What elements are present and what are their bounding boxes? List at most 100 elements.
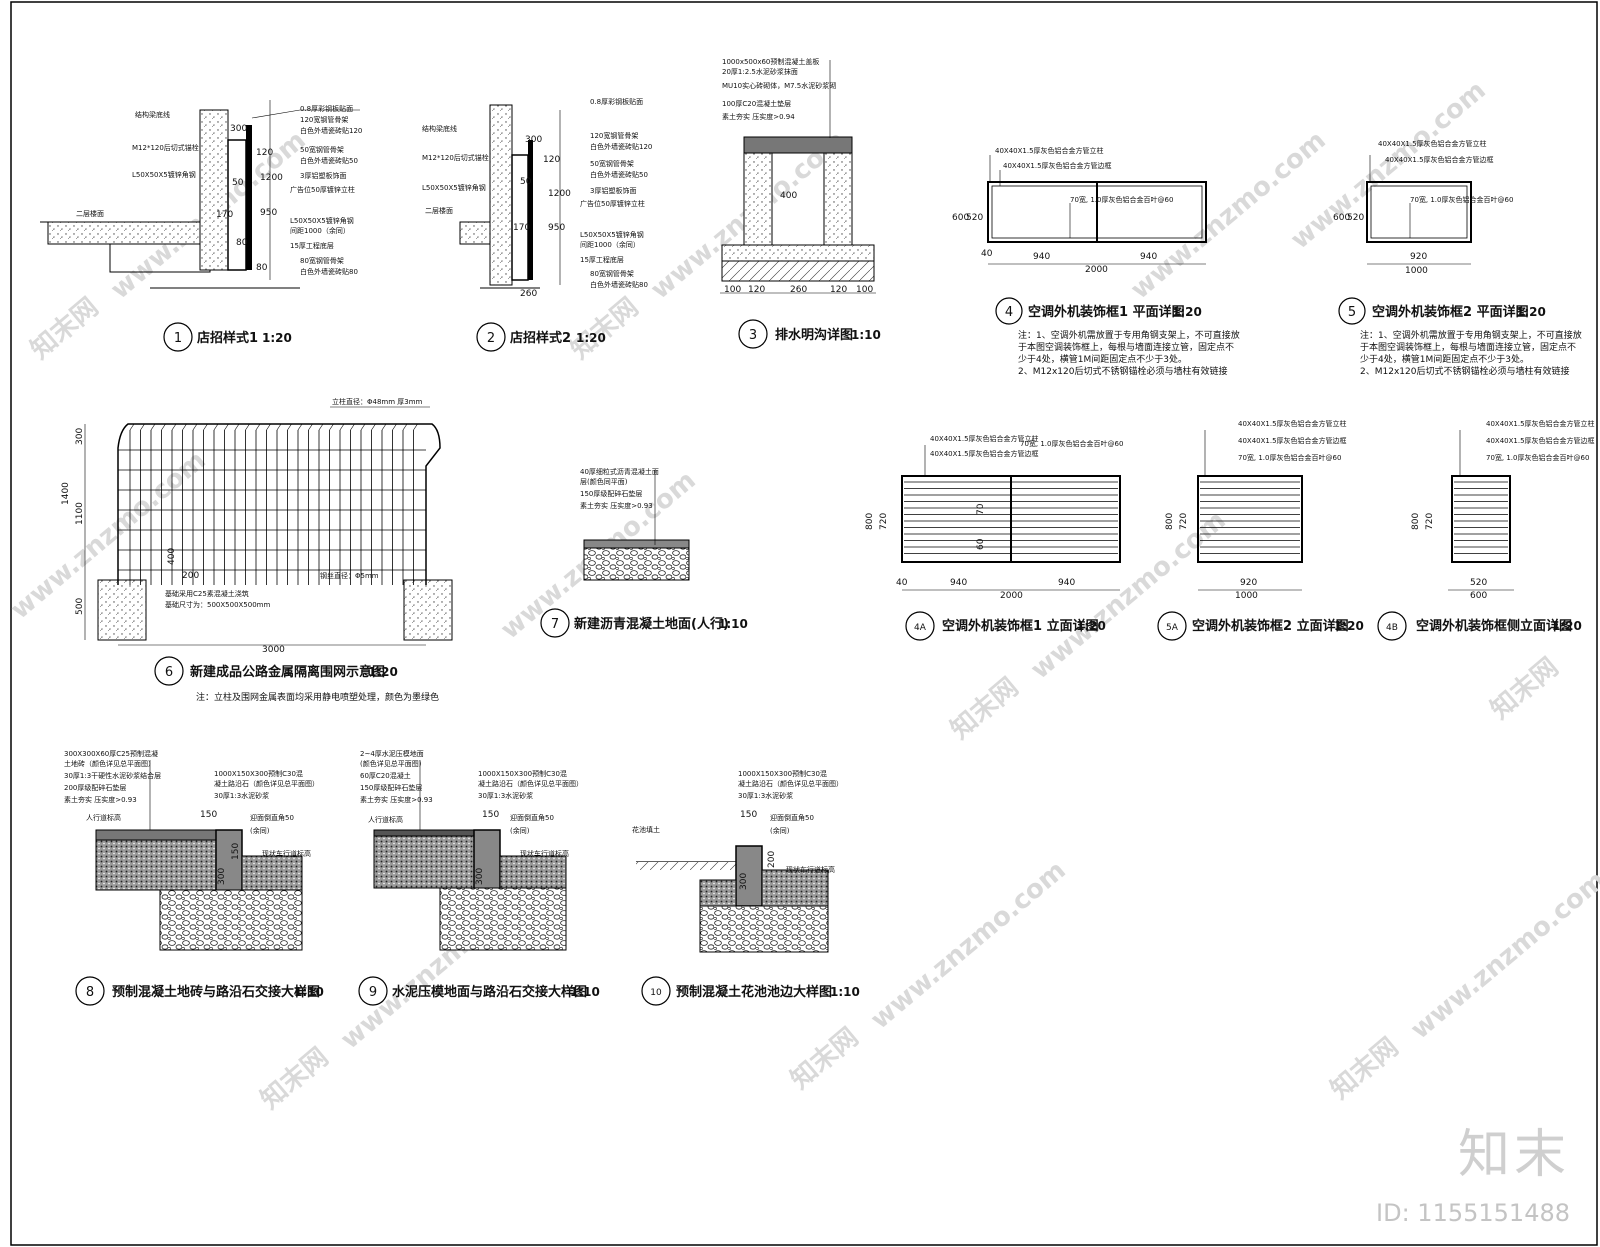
d1-layer: 120宽钢管骨架 xyxy=(300,115,348,124)
curb-label: 30厚1:3水泥砂浆 xyxy=(214,791,269,800)
d9-layer: 素土夯实 压实度>0.93 xyxy=(360,795,433,804)
detail-1: 0.8厚彩钢板贴面 120宽钢管骨架 白色外墙瓷砖贴120 50宽钢管骨架 白色… xyxy=(40,100,362,352)
detail-8: 300X300X60厚C25预制混凝 土地砖（颜色详见总平面图） 30厚1:3干… xyxy=(64,749,324,1006)
d1-dim: 120 xyxy=(256,148,273,158)
d2-dim: 1200 xyxy=(548,189,571,199)
d3-dim: 100 xyxy=(724,285,741,295)
d1-layer: 白色外墙瓷砖贴80 xyxy=(300,267,358,276)
d4a-label: 40X40X1.5厚灰色铝合金方管边框 xyxy=(930,449,1039,458)
d2-dim: 170 xyxy=(513,223,530,233)
d2-layer: 白色外墙瓷砖贴120 xyxy=(590,142,652,151)
d6-note: 注：立柱及围网金属表面均采用静电喷塑处理，颜色为墨绿色 xyxy=(196,691,439,703)
d2-layer: 间距1000（余同） xyxy=(580,240,640,249)
d5a-dim: 800 xyxy=(1165,513,1175,530)
d1-layer: 间距1000（余同） xyxy=(290,226,350,235)
d4a-dim: 60 xyxy=(976,538,986,550)
d2-layer: 15厚工程底层 xyxy=(580,255,624,264)
d5-dim: 600 xyxy=(1333,213,1350,223)
d4-label: 40X40X1.5厚灰色铝合金方管边框 xyxy=(1003,161,1112,170)
d8-layer: 30厚1:3干硬性水泥砂浆结合层 xyxy=(64,771,161,780)
d4a-dim: 720 xyxy=(879,513,889,530)
d2-dim: 50 xyxy=(520,177,532,187)
d4-note: 少于4处，横管1M间距固定点不少于3处。 xyxy=(1018,353,1187,365)
image-id-label: ID: 1155151488 xyxy=(1376,1199,1570,1227)
curb-common: 现状车行道标高 xyxy=(262,849,311,858)
curb-common: 现状车行道标高 xyxy=(786,865,835,874)
d4a-dim: 2000 xyxy=(1000,591,1023,601)
d3-dim: 100 xyxy=(856,285,873,295)
watermark-text: 知末网 xyxy=(1325,1032,1404,1105)
d2-left-label: M12*120后切式锚栓 xyxy=(422,153,489,162)
detail-number: 5A xyxy=(1166,623,1179,633)
d5a-label: 40X40X1.5厚灰色铝合金方管边框 xyxy=(1238,436,1347,445)
detail-scale: 1:10 xyxy=(718,617,748,631)
curb-dim: 200 xyxy=(767,851,777,868)
d2-dim: 950 xyxy=(548,223,565,233)
watermark-text: 知末网 xyxy=(25,292,104,365)
curb-common: 迎面倒直角50 xyxy=(510,813,554,822)
d3-dim: 400 xyxy=(780,191,797,201)
curb-label: 凝土路沿石（颜色详见总平面图） xyxy=(478,779,583,788)
d5-label: 70宽, 1.0厚灰色铝合金百叶@60 xyxy=(1410,195,1513,204)
d1-layer: 白色外墙瓷砖贴120 xyxy=(300,126,362,135)
detail-4: 40X40X1.5厚灰色铝合金方管立柱 40X40X1.5厚灰色铝合金方管边框 … xyxy=(952,146,1240,377)
d1-layer: 80宽钢管骨架 xyxy=(300,256,344,265)
louver-slats xyxy=(1200,481,1300,554)
watermark-text: www.znzmo.com xyxy=(865,855,1071,1035)
curb-dim: 150 xyxy=(231,843,241,860)
detail-4b: 40X40X1.5厚灰色铝合金方管立柱 40X40X1.5厚灰色铝合金方管边框 … xyxy=(1377,419,1595,641)
detail-7: 40厚细粒式沥青混凝土面 层(颜色同平面) 150厚级配碎石垫层 素土夯实 压实… xyxy=(540,467,748,638)
d3-dim: 120 xyxy=(748,285,765,295)
curb-dim: 150 xyxy=(740,810,757,820)
curb-dim: 300 xyxy=(475,868,485,885)
detail-title: 空调外机装饰框侧立面详图 xyxy=(1416,618,1572,634)
d4-dim: 940 xyxy=(1140,252,1157,262)
d7-layer: 素土夯实 压实度>0.93 xyxy=(580,501,653,510)
detail-number: 4B xyxy=(1386,623,1398,633)
d4b-dim: 520 xyxy=(1470,578,1487,588)
d7-layer: 层(颜色同平面) xyxy=(580,477,628,486)
d6-dim: 200 xyxy=(182,571,199,581)
detail-number: 6 xyxy=(165,665,173,680)
d4a-dim: 800 xyxy=(865,513,875,530)
d4b-label: 40X40X1.5厚灰色铝合金方管边框 xyxy=(1486,436,1595,445)
curb-common: 人行道标高 xyxy=(368,815,403,824)
d1-dim: 80 xyxy=(236,238,248,248)
sheet-border xyxy=(10,1,1598,1246)
detail-scale: 1:10 xyxy=(851,328,881,342)
d5a-label: 70宽, 1.0厚灰色铝合金百叶@60 xyxy=(1238,453,1341,462)
fence-mesh xyxy=(118,423,426,585)
detail-scale: 1:10 xyxy=(830,985,860,999)
d4b-label: 70宽, 1.0厚灰色铝合金百叶@60 xyxy=(1486,453,1589,462)
watermark-text: www.znzmo.com xyxy=(1125,125,1331,305)
d4a-label: 40X40X1.5厚灰色铝合金方管立柱 xyxy=(930,434,1039,443)
d2-left-label: 二层楼面 xyxy=(425,206,453,215)
d5-note: 注：1、空调外机需放置于专用角钢支架上，不可直接放 xyxy=(1360,329,1582,341)
curb-label: 凝土路沿石（颜色详见总平面图） xyxy=(214,779,319,788)
d6-label: 基础采用C25素混凝土浇筑 xyxy=(165,589,249,598)
d6-label: 基础尺寸为：500X500X500mm xyxy=(165,600,270,609)
d2-dim: 120 xyxy=(543,155,560,165)
d4a-dim: 40 xyxy=(896,578,908,588)
curb-common: (余同) xyxy=(770,826,790,835)
d4-note: 2、M12x120后切式不锈钢锚栓必须与墙柱有效链接 xyxy=(1018,365,1227,377)
detail-scale: 1:20 xyxy=(1076,619,1106,633)
d6-label: 钢丝直径：Φ5mm xyxy=(320,571,379,580)
detail-title: 空调外机装饰框2 立面详图 xyxy=(1192,618,1349,634)
d2-left-label: L50X50X5镀锌角钢 xyxy=(422,183,486,192)
detail-scale: 1:20 xyxy=(262,331,292,345)
detail-number: 1 xyxy=(174,331,182,346)
detail-scale: 1:20 xyxy=(1552,619,1582,633)
d4a-dim: 940 xyxy=(950,578,967,588)
d4b-dim: 800 xyxy=(1411,513,1421,530)
curb-common: 现状车行道标高 xyxy=(520,849,569,858)
d2-layer: 50宽钢管骨架 xyxy=(590,159,634,168)
detail-5a: 40X40X1.5厚灰色铝合金方管立柱 40X40X1.5厚灰色铝合金方管边框 … xyxy=(1157,419,1364,641)
d9-layer: 60厚C20混凝土 xyxy=(360,771,411,780)
detail-scale: 1:20 xyxy=(576,331,606,345)
d4a-dim: 940 xyxy=(1058,578,1075,588)
detail-title: 水泥压模地面与路沿石交接大样图 xyxy=(392,984,587,1000)
watermark-text: www.znzmo.com xyxy=(1285,75,1491,255)
d2-left-label: 结构梁底线 xyxy=(422,124,457,133)
